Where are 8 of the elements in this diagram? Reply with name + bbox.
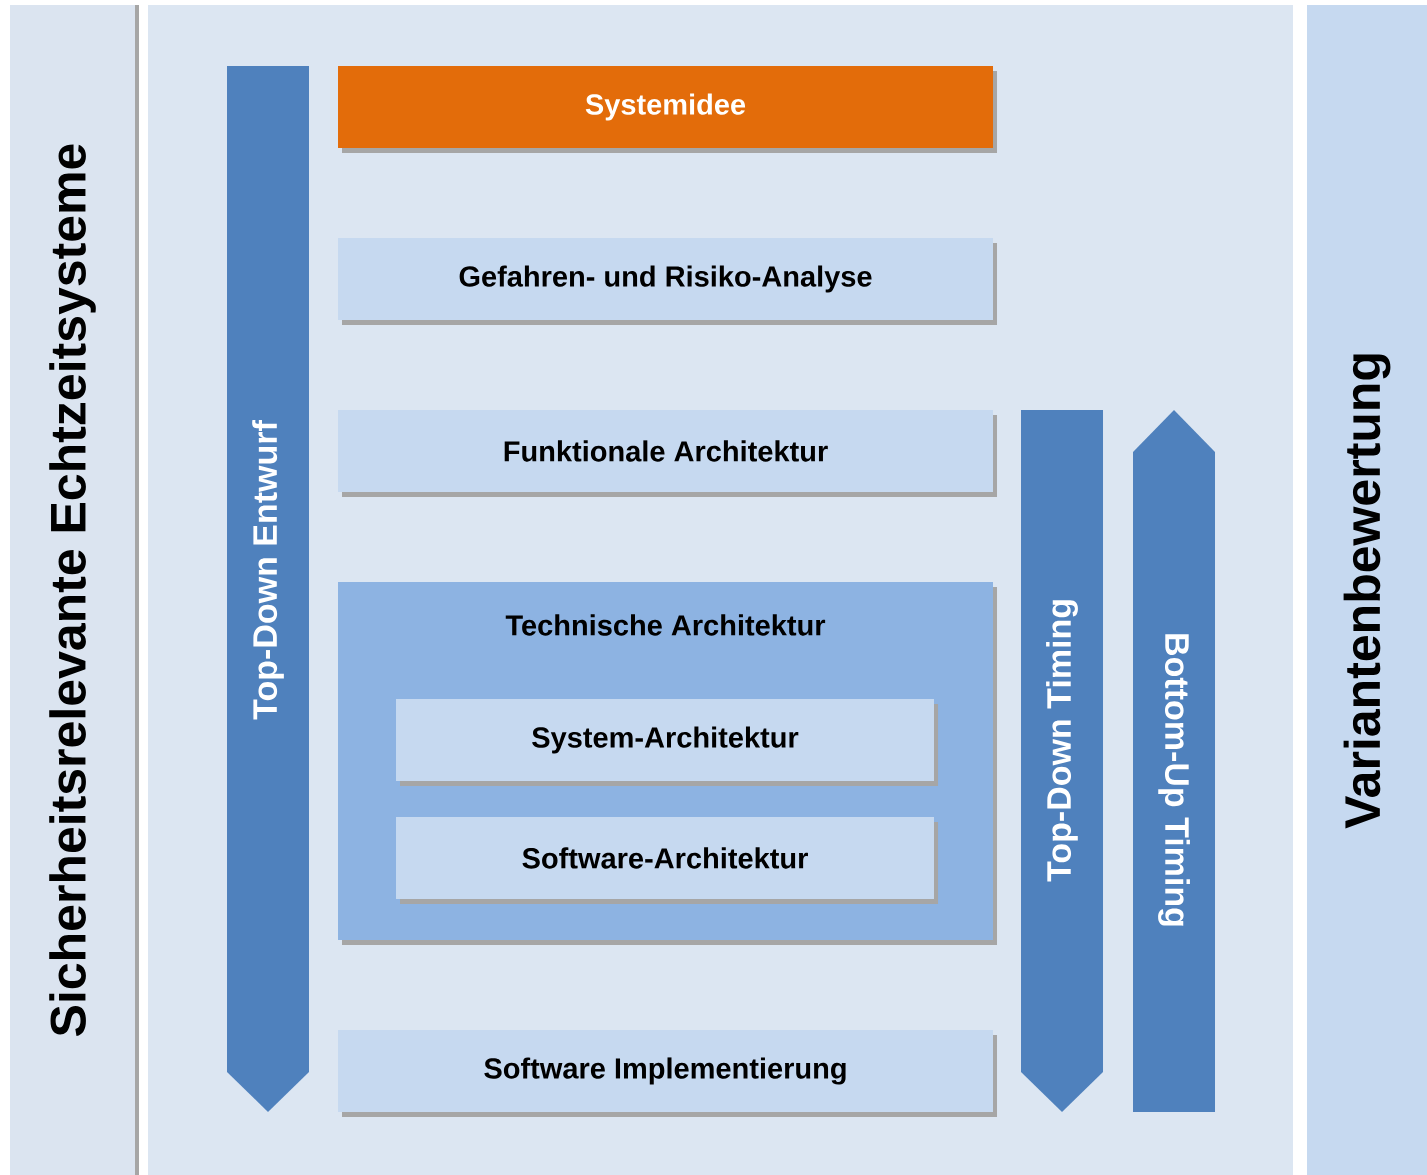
process-box: System-Architektur: [396, 699, 938, 786]
process-box: Software Implementierung: [338, 1030, 997, 1117]
side-band: Variantenbewertung: [1307, 5, 1427, 1175]
process-box: Software-Architektur: [396, 817, 938, 904]
process-box: Funktionale Architektur: [338, 410, 997, 497]
process-box: Gefahren- und Risiko-Analyse: [338, 238, 997, 325]
side-band: Sicherheitsrelevante Echtzeitsysteme: [10, 5, 139, 1175]
process-box: Systemidee: [338, 66, 997, 153]
